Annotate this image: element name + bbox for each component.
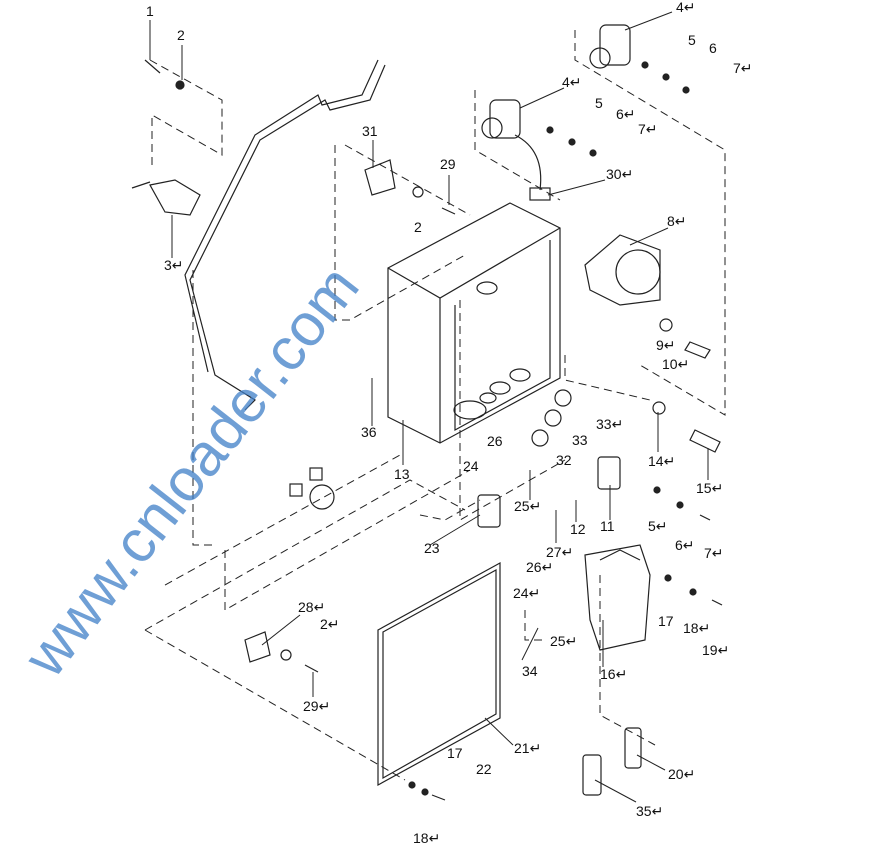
callout-5: 5 [688, 32, 696, 48]
bracket-rod [184, 59, 386, 411]
callout-33: 33↵ [596, 416, 624, 432]
callout-4: 4↵ [562, 74, 582, 90]
callout-29: 29 [440, 156, 456, 172]
callout-6: 6 [709, 40, 717, 56]
callout-18: 18↵ [683, 620, 711, 636]
callout-31: 31 [362, 123, 378, 139]
callout-15: 15↵ [696, 480, 724, 496]
callout-36: 36 [361, 424, 377, 440]
callout-16: 16↵ [600, 666, 628, 682]
enclosure-box [387, 202, 561, 444]
callout-19: 19↵ [702, 642, 730, 658]
callout-26: 26 [487, 433, 503, 449]
callout-6: 6↵ [616, 106, 636, 122]
callout-12: 12 [570, 521, 586, 537]
callout-17: 17 [447, 745, 463, 761]
callout-7: 7↵ [704, 545, 724, 561]
callout-17: 17 [658, 613, 674, 629]
callout-25: 25↵ [550, 633, 578, 649]
callout-29: 29↵ [303, 698, 331, 714]
callout-26: 26↵ [526, 559, 554, 575]
callout-18: 18↵ [413, 830, 441, 846]
callout-28: 28↵ [298, 599, 326, 615]
callout-13: 13 [394, 466, 410, 482]
callout-14: 14↵ [648, 453, 676, 469]
callout-9: 9↵ [656, 337, 676, 353]
callout-leaders [149, 11, 709, 803]
callout-7: 7↵ [638, 121, 658, 137]
callout-5: 5 [595, 95, 603, 111]
callout-25: 25↵ [514, 498, 542, 514]
callout-24: 24 [463, 458, 479, 474]
callout-35: 35↵ [636, 803, 664, 819]
callout-2: 2 [414, 219, 422, 235]
callout-22: 22 [476, 761, 492, 777]
callout-24: 24↵ [513, 585, 541, 601]
callout-20: 20↵ [668, 766, 696, 782]
callout-32: 32 [556, 452, 572, 468]
callout-7: 7↵ [733, 60, 753, 76]
callout-4: 4↵ [676, 0, 696, 15]
component-parts [131, 24, 723, 801]
callout-2: 2↵ [320, 616, 340, 632]
callout-6: 6↵ [675, 537, 695, 553]
callout-30: 30↵ [606, 166, 634, 182]
callout-1: 1 [146, 3, 154, 19]
callout-33: 33 [572, 432, 588, 448]
callout-11: 11 [600, 518, 615, 534]
callout-10: 10↵ [662, 356, 690, 372]
callout-8: 8↵ [667, 213, 687, 229]
callout-5: 5↵ [648, 518, 668, 534]
callout-21: 21↵ [514, 740, 542, 756]
callout-23: 23 [424, 540, 440, 556]
callout-34: 34 [522, 663, 538, 679]
callout-27: 27↵ [546, 544, 574, 560]
cover-panel [377, 561, 501, 787]
callout-2: 2 [177, 27, 185, 43]
leader-dashed-lines [144, 30, 726, 781]
callout-3: 3↵ [164, 257, 184, 273]
